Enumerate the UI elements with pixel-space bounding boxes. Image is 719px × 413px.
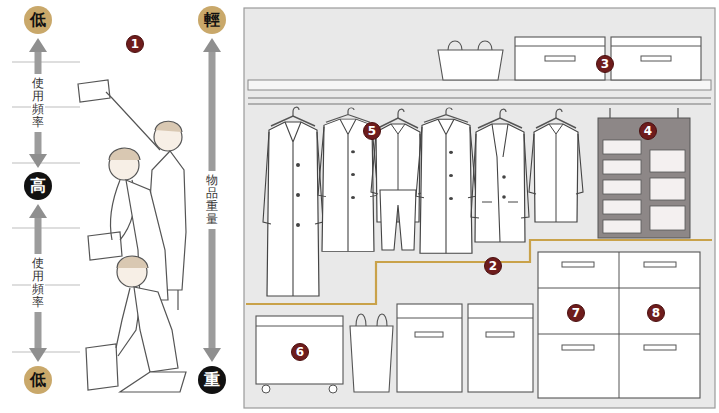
callout-number-text: 5 [368,125,376,137]
scale-text: 低 [30,12,46,28]
scale-circle: 低 [24,6,52,34]
edge-label: 使用頻率 [32,257,44,310]
callout-number-text: 8 [652,307,660,319]
edge-label-patch: 使用頻率 [31,74,45,133]
women-figures [78,80,186,392]
callout-number: 6 [291,343,309,361]
scale-text: 高 [30,178,46,194]
edge-label: 使用頻率 [32,77,44,130]
edge-label-patch: 使用頻率 [31,254,45,313]
double-arrow [203,38,221,362]
scale-text: 重 [204,372,220,388]
callout-number-text: 6 [296,346,304,358]
edge-label-patch: 物品重量 [205,171,219,230]
scale-circle: 輕 [198,6,226,34]
scale-circle: 高 [24,172,52,200]
callout-number: 3 [596,55,614,73]
callout-number: 5 [363,122,381,140]
scale-circle: 重 [198,366,226,394]
scale-text: 低 [30,372,46,388]
callout-number: 4 [639,122,657,140]
callout-number-text: 2 [489,260,497,272]
edge-label: 物品重量 [206,174,218,227]
scale-circle: 低 [24,366,52,394]
callout-number-text: 4 [644,125,652,137]
callout-number-text: 3 [601,58,609,70]
callout-number-text: 7 [572,307,580,319]
double-arrow [29,204,47,362]
double-arrow [29,38,47,168]
scale-lines [12,62,80,352]
callout-number: 2 [484,257,502,275]
callout-number: 1 [126,35,144,53]
callout-number: 7 [567,304,585,322]
callout-number-text: 1 [131,38,139,50]
scale-text: 輕 [204,12,220,28]
callout-number: 8 [647,304,665,322]
closet [244,8,715,408]
